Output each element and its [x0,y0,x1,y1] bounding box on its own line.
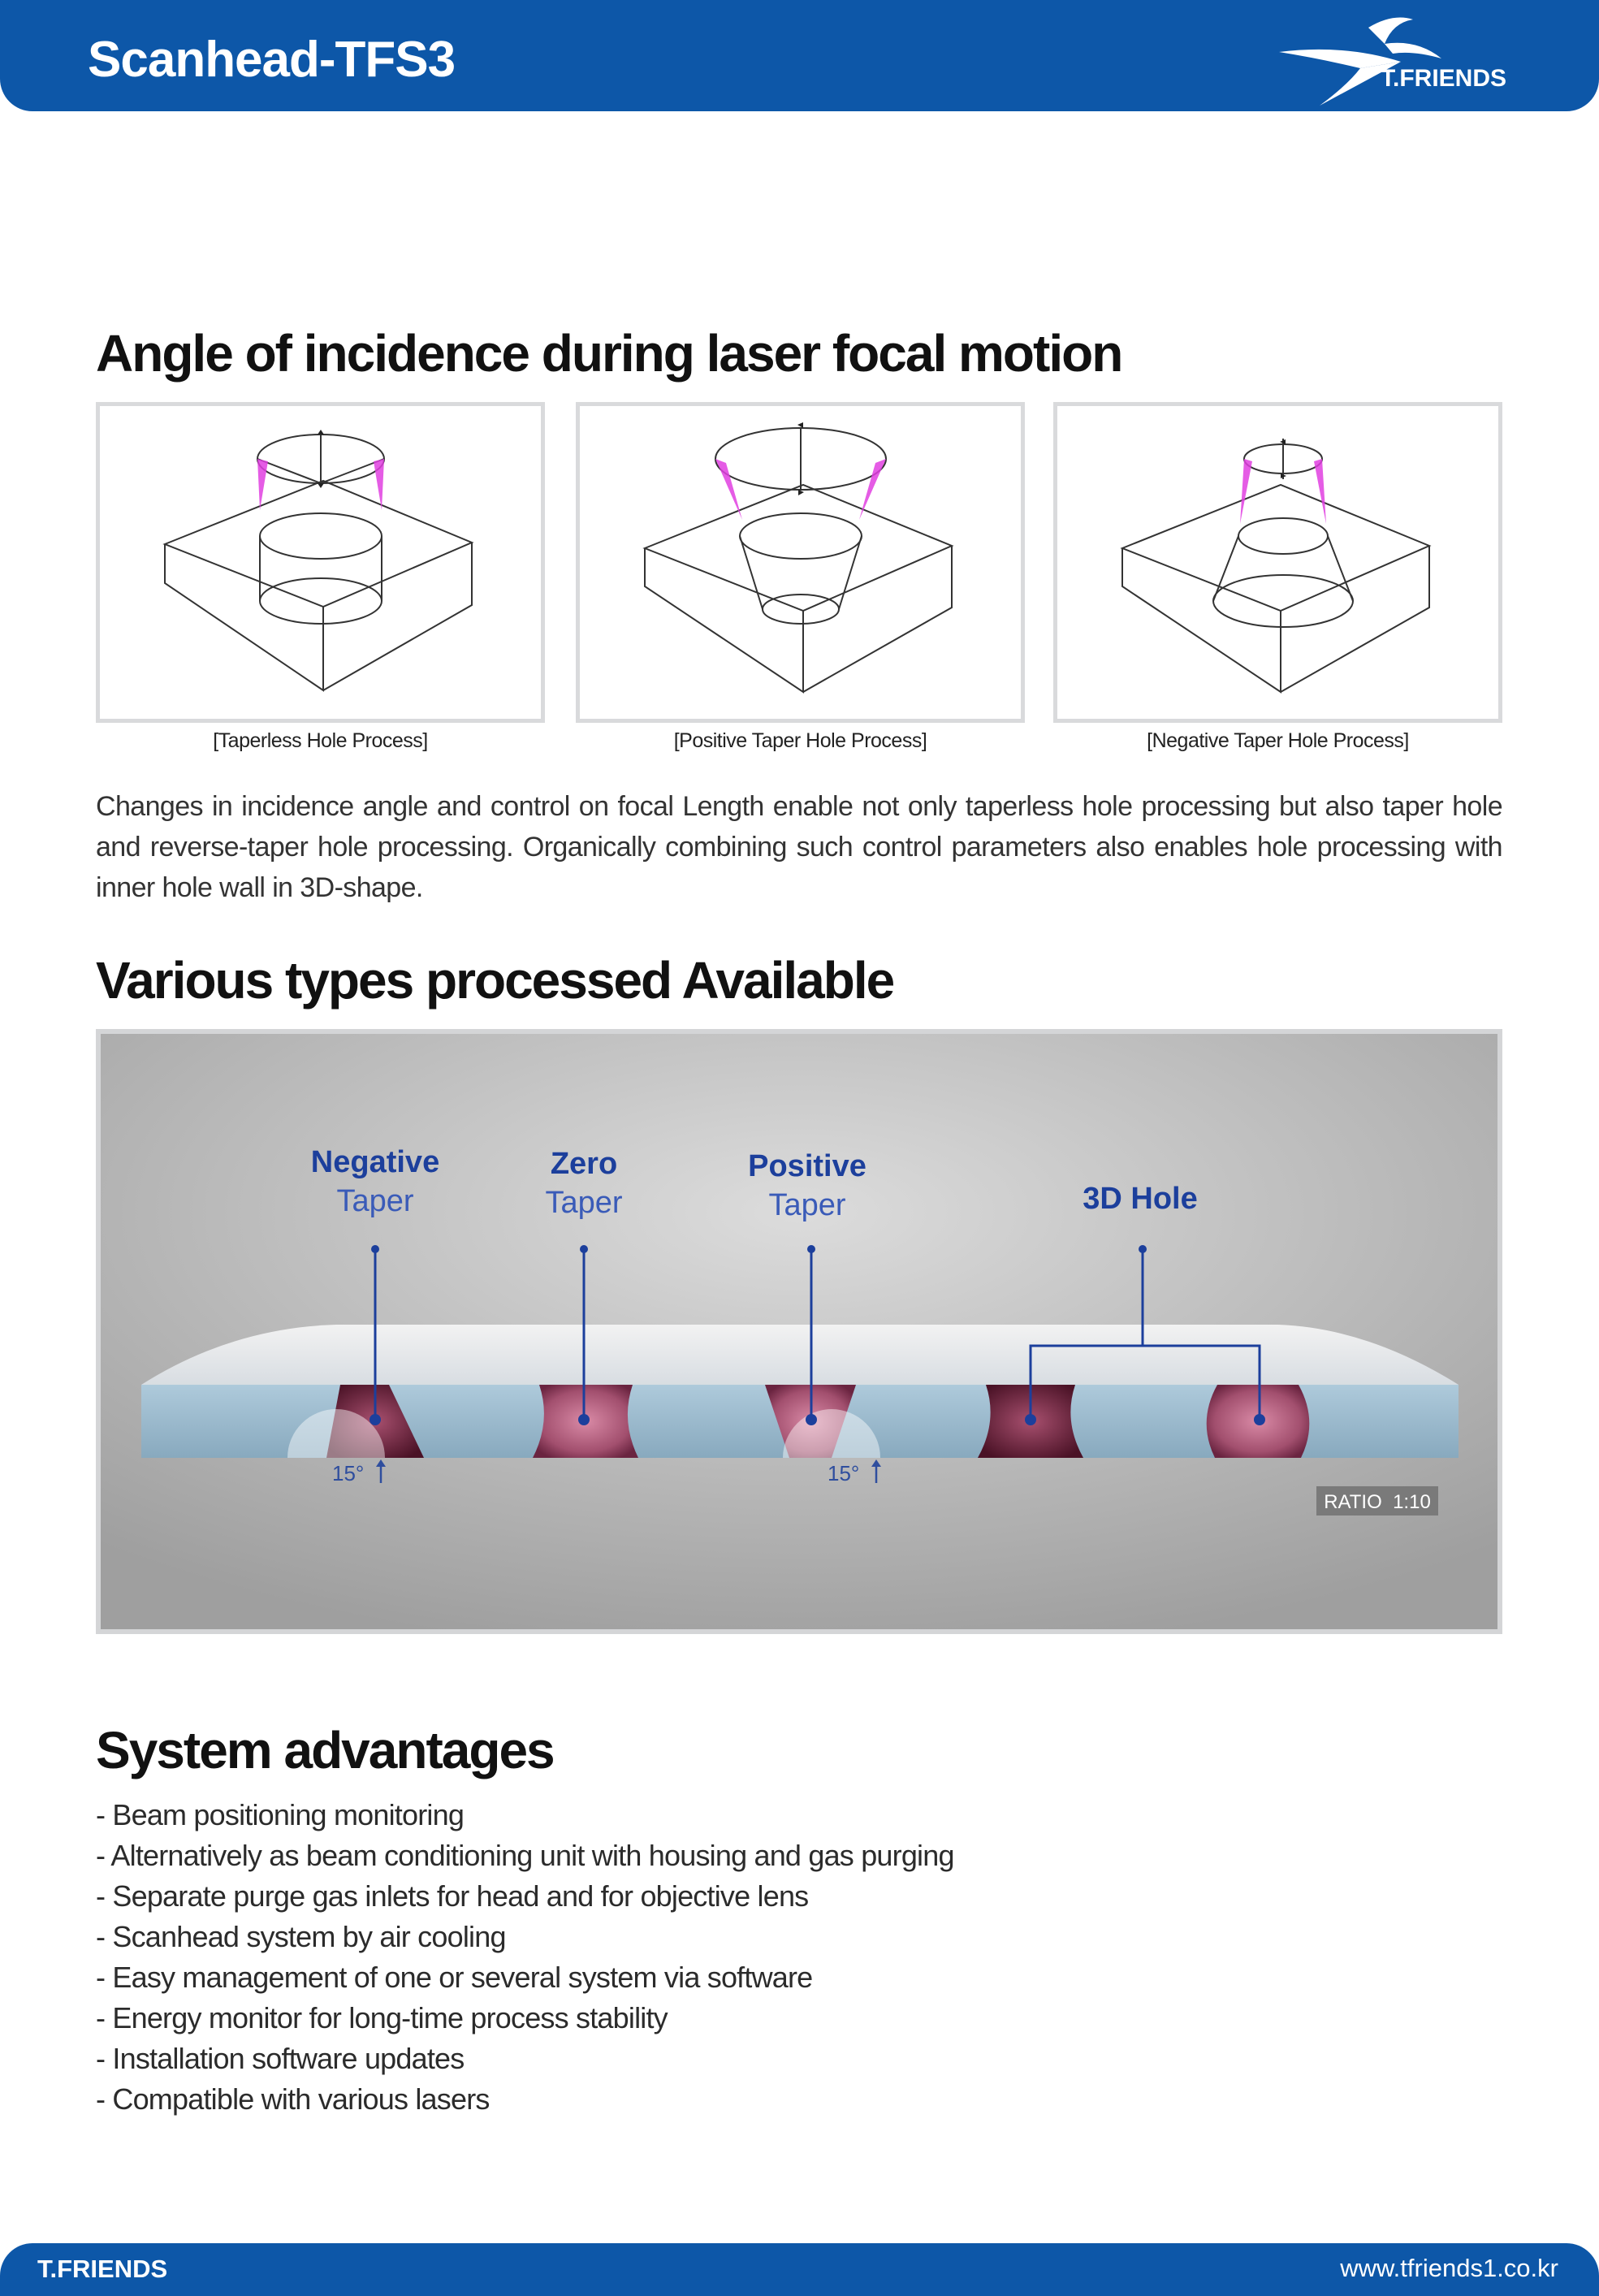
hole-types-illustration: Negative Taper Zero Taper Positive Taper… [96,1029,1502,1634]
list-item: - Easy management of one or several syst… [96,1961,813,1994]
label-positive-sub: Taper [768,1188,845,1222]
list-item: - Alternatively as beam conditioning uni… [96,1839,955,1872]
footer-website-link[interactable]: www.tfriends1.co.kr [1340,2254,1558,2282]
advantages-list: - Beam positioning monitoring - Alternat… [96,1795,955,2120]
list-item: - Compatible with various lasers [96,2082,490,2116]
caption-negative-taper: [Negative Taper Hole Process] [1147,729,1409,752]
caption-positive-taper: [Positive Taper Hole Process] [673,729,927,752]
label-zero-sub: Taper [545,1186,622,1220]
list-item: - Beam positioning monitoring [96,1798,465,1831]
section-title-angle: Angle of incidence during laser focal mo… [96,324,1123,383]
label-3d-hole: 3D Hole [1083,1182,1197,1216]
section-title-types: Various types processed Available [96,951,895,1010]
caption-taperless: [Taperless Hole Process] [213,729,428,752]
list-item: - Separate purge gas inlets for head and… [96,1879,809,1913]
label-negative-sub: Taper [336,1184,413,1218]
diagram-negative-taper [1053,402,1502,723]
label-zero: Zero [551,1147,617,1181]
label-positive: Positive [748,1149,866,1183]
page-header: Scanhead-TFS3 T.FRIENDS [0,0,1599,111]
diagram-taperless [96,402,545,723]
list-item: - Scanhead system by air cooling [96,1920,506,1953]
logo-text: T.FRIENDS [1381,65,1507,92]
label-angle-2: 15° [828,1461,859,1485]
tfriends-logo-icon [1279,17,1441,106]
page-title: Scanhead-TFS3 [88,32,456,88]
diagram-positive-taper [576,402,1025,723]
description-paragraph: Changes in incidence angle and control o… [96,791,1503,903]
label-angle-1: 15° [332,1461,364,1485]
footer-brand: T.FRIENDS [37,2255,168,2283]
label-negative: Negative [311,1145,439,1179]
ratio-badge: RATIO 1:10 [1324,1491,1431,1513]
section-title-advantages: System advantages [96,1721,555,1779]
list-item: - Installation software updates [96,2042,465,2075]
page-footer: T.FRIENDS www.tfriends1.co.kr [0,2243,1599,2296]
list-item: - Energy monitor for long-time process s… [96,2001,668,2034]
